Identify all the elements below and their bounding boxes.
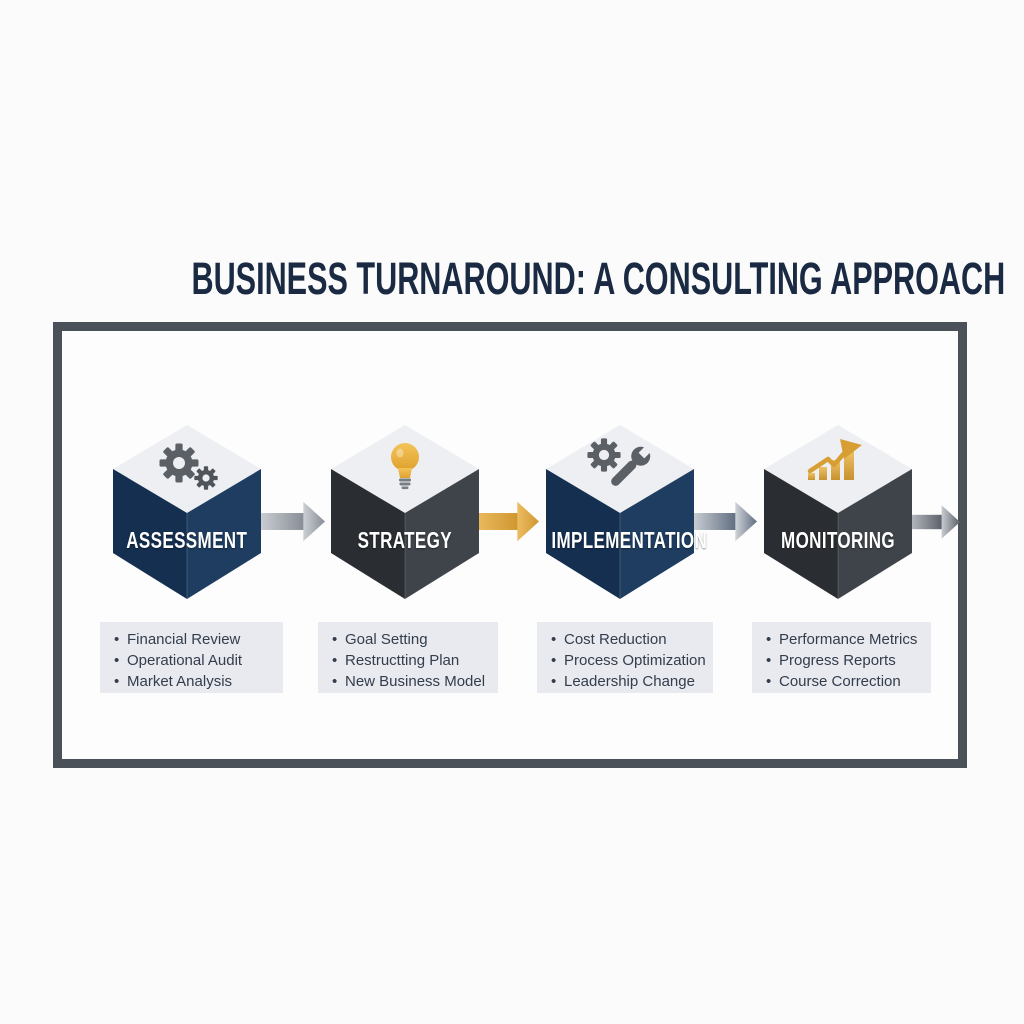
flow-arrow-1 — [259, 500, 325, 543]
flow-arrow-2 — [473, 500, 539, 543]
stage-assessment: ASSESSMENT — [111, 423, 263, 599]
detail-item: Financial Review — [114, 629, 277, 650]
flow-arrow-3 — [691, 500, 757, 543]
bullet-icon — [551, 671, 564, 692]
page-title: BUSINESS TURNAROUND: A CONSULTING APPROA… — [0, 253, 1024, 305]
detail-item: New Business Model — [332, 671, 492, 692]
stage-label: STRATEGY — [357, 527, 453, 553]
stage-detail-card-implementation: Cost Reduction Process Optimization Lead… — [537, 622, 713, 693]
detail-item: Restructting Plan — [332, 650, 492, 671]
bullet-icon — [114, 629, 127, 650]
bullet-icon — [766, 671, 779, 692]
stage-strategy: STRATEGY — [329, 423, 481, 599]
detail-item: Progress Reports — [766, 650, 925, 671]
bullet-icon — [766, 629, 779, 650]
cube-3d-monitoring — [764, 425, 912, 599]
bullet-icon — [332, 650, 345, 671]
detail-item: Process Optimization — [551, 650, 707, 671]
stage-label: MONITORING — [780, 527, 896, 553]
chart-growth-icon — [807, 439, 862, 480]
stage-detail-card-assessment: Financial Review Operational Audit Marke… — [100, 622, 283, 693]
bullet-icon — [114, 671, 127, 692]
stage-detail-card-monitoring: Performance Metrics Progress Reports Cou… — [752, 622, 931, 693]
detail-item: Operational Audit — [114, 650, 277, 671]
bullet-icon — [332, 629, 345, 650]
cube-3d-implementation — [546, 425, 694, 599]
detail-item: Course Correction — [766, 671, 925, 692]
stage-label: ASSESSMENT — [126, 527, 248, 553]
bullet-icon — [332, 671, 345, 692]
stage-monitoring: MONITORING — [762, 423, 914, 599]
detail-item: Goal Setting — [332, 629, 492, 650]
gears-icon — [159, 443, 218, 490]
detail-item: Market Analysis — [114, 671, 277, 692]
detail-item: Leadership Change — [551, 671, 707, 692]
stage-implementation: IMPLEMENTATION — [544, 423, 707, 599]
stage-detail-card-strategy: Goal Setting Restructting Plan New Busin… — [318, 622, 498, 693]
bullet-icon — [114, 650, 127, 671]
flow-arrow-exit — [904, 503, 960, 541]
gear-wrench-icon — [587, 438, 654, 486]
cube-3d-assessment — [113, 425, 261, 599]
stage-label: IMPLEMENTATION — [551, 527, 708, 553]
bullet-icon — [766, 650, 779, 671]
bullet-icon — [551, 650, 564, 671]
bullet-icon — [551, 629, 564, 650]
detail-item: Performance Metrics — [766, 629, 925, 650]
detail-item: Cost Reduction — [551, 629, 707, 650]
lightbulb-icon — [391, 443, 419, 490]
page-title-text: BUSINESS TURNAROUND: A CONSULTING APPROA… — [191, 253, 1006, 304]
cube-3d-strategy — [331, 425, 479, 599]
